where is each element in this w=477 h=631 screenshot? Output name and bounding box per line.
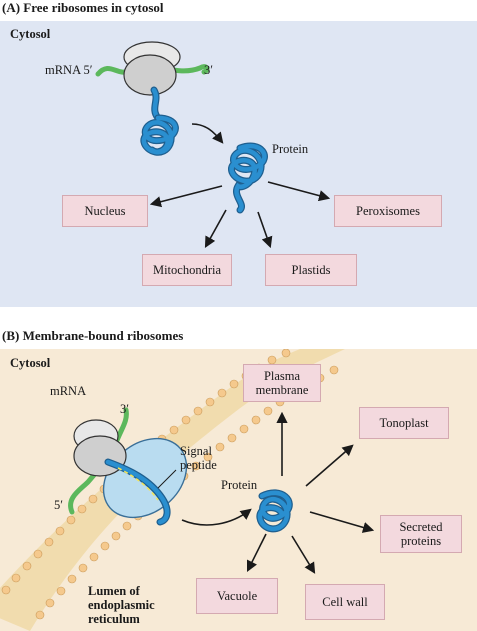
panel-b-protein-label: Protein xyxy=(221,478,258,492)
panel-b-mrna-label: mRNA xyxy=(50,384,87,398)
panel-b-three-prime-label: 3′ xyxy=(120,402,129,416)
panel-a-protein-label: Protein xyxy=(272,142,309,156)
destination-cell-wall: Cell wall xyxy=(305,584,385,620)
protein-a xyxy=(228,142,268,214)
destination-nucleus: Nucleus xyxy=(62,195,148,227)
panel-b-cytosol-label: Cytosol xyxy=(10,356,51,370)
ribosome-b xyxy=(73,419,127,477)
destination-plastids: Plastids xyxy=(265,254,357,286)
protein-b xyxy=(256,489,293,533)
destination-secreted-proteins: Secreted proteins xyxy=(380,515,462,553)
ribosome-a xyxy=(123,41,181,96)
destination-vacuole: Vacuole xyxy=(196,578,278,614)
lumen-label: Lumen of endoplasmic reticulum xyxy=(88,584,155,626)
panel-a-mrna-label: mRNA 5′ xyxy=(45,63,93,77)
panel-b-five-prime-label: 5′ xyxy=(54,498,63,512)
destination-plasma-membrane: Plasma membrane xyxy=(243,364,321,402)
er-membrane xyxy=(0,349,345,631)
panel-a-title: (A) Free ribosomes in cytosol xyxy=(2,0,164,15)
panel-a-three-prime-label: 3′ xyxy=(204,63,213,77)
panel-a-cytosol-label: Cytosol xyxy=(10,27,51,41)
destination-tonoplast: Tonoplast xyxy=(359,407,449,439)
destination-mitochondria: Mitochondria xyxy=(142,254,232,286)
panel-b-title: (B) Membrane-bound ribosomes xyxy=(2,328,184,343)
signal-peptide-label: Signal peptide xyxy=(180,444,217,472)
folding-protein-a xyxy=(140,114,179,156)
destination-peroxisomes: Peroxisomes xyxy=(334,195,442,227)
